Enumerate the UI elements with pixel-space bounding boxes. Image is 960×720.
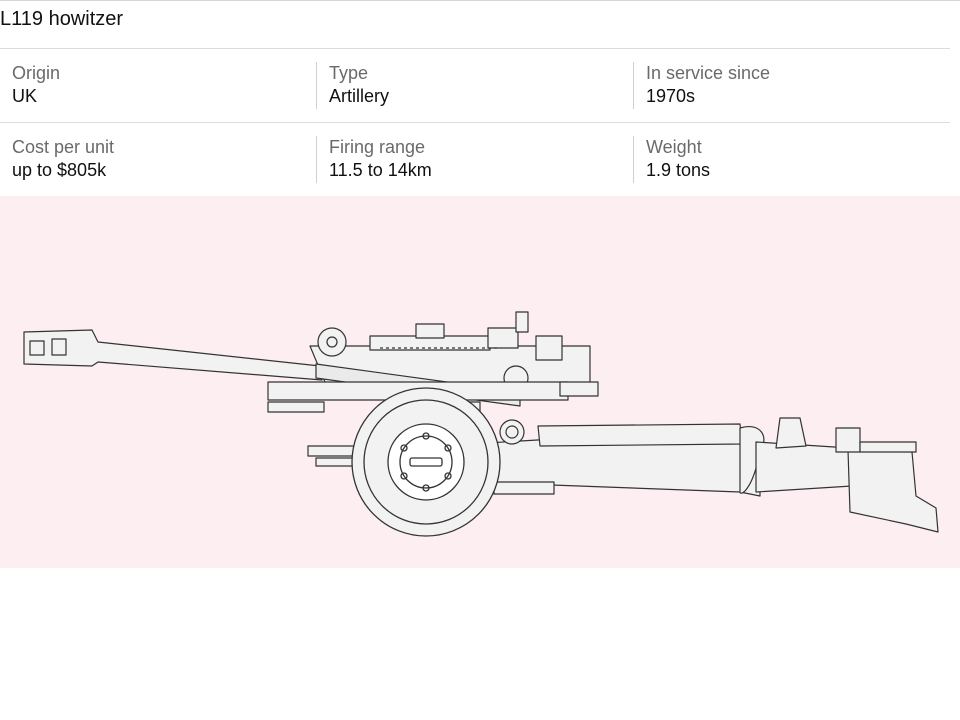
spec-label: Firing range (329, 137, 426, 157)
spec-type: Type Artillery (316, 62, 629, 109)
howitzer-illustration-panel (0, 196, 960, 568)
spec-value: UK (12, 86, 38, 106)
spec-value: 11.5 to 14km (329, 160, 432, 180)
page-title: L119 howitzer (0, 8, 124, 30)
spec-in-service: In service since 1970s (633, 62, 946, 109)
muzzle-brake-slot (29, 340, 45, 356)
spec-value: 1.9 tons (646, 160, 711, 180)
muzzle-brake-slot (51, 338, 67, 356)
spec-label: Origin (12, 63, 61, 83)
spec-cost: Cost per unit up to $805k (12, 136, 312, 183)
howitzer-illustration (23, 311, 939, 537)
spec-label: In service since (646, 63, 771, 83)
wheel (351, 387, 501, 537)
spec-range: Firing range 11.5 to 14km (316, 136, 629, 183)
spec-weight: Weight 1.9 tons (633, 136, 946, 183)
top-divider (0, 0, 960, 1)
spec-row: Origin UK Type Artillery In service sinc… (0, 48, 950, 122)
spade (847, 449, 939, 533)
spec-label: Type (329, 63, 369, 83)
spec-table: Origin UK Type Artillery In service sinc… (0, 48, 950, 197)
spec-label: Weight (646, 137, 702, 157)
spec-label: Cost per unit (12, 137, 115, 157)
barrel (23, 329, 323, 381)
spec-value: Artillery (329, 86, 390, 106)
spec-value: 1970s (646, 86, 696, 106)
spec-value: up to $805k (12, 160, 107, 180)
spec-row: Cost per unit up to $805k Firing range 1… (0, 122, 950, 197)
spec-origin: Origin UK (12, 62, 312, 109)
